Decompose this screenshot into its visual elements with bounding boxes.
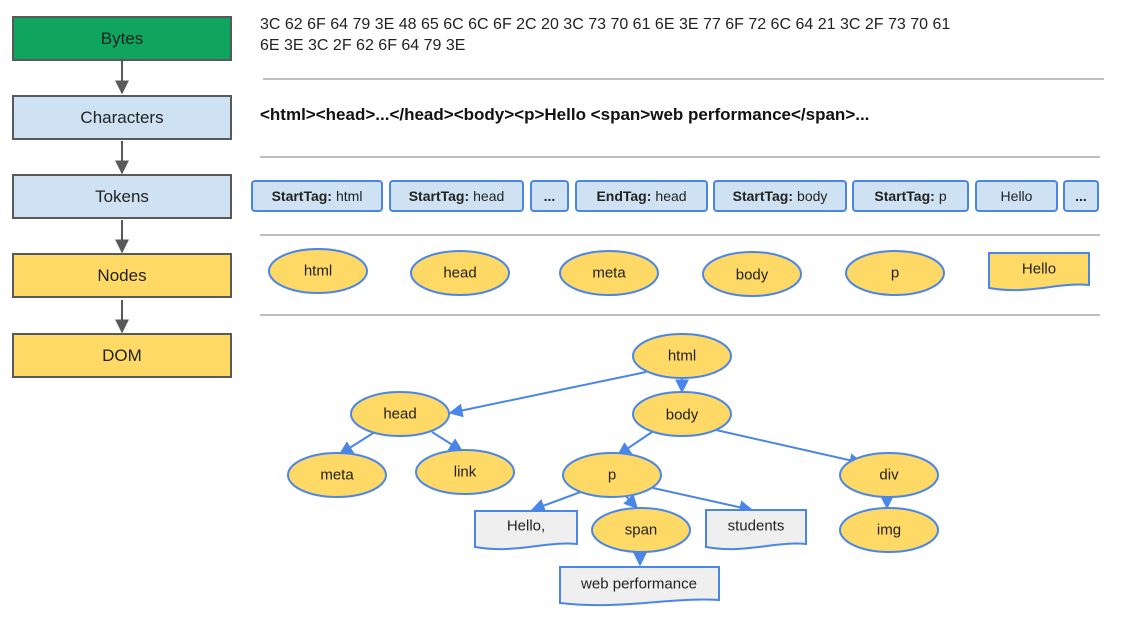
tree-doc-hello bbox=[474, 510, 578, 551]
node-p bbox=[845, 250, 945, 296]
edge-body-p bbox=[616, 431, 653, 456]
separators bbox=[260, 78, 1104, 316]
tree-doc-students bbox=[705, 509, 807, 551]
tree-node-p bbox=[562, 452, 662, 498]
nodes-row bbox=[268, 248, 1090, 297]
node-body bbox=[702, 251, 802, 297]
tree-label-link: link bbox=[453, 463, 477, 481]
tree-node-html bbox=[632, 333, 732, 379]
edge-head-meta bbox=[338, 429, 379, 455]
tree-label-span: span bbox=[624, 521, 658, 539]
token-type: StartTag: bbox=[732, 188, 794, 204]
token-type: StartTag: bbox=[874, 188, 935, 204]
token-value: head bbox=[655, 188, 687, 204]
tree-label-hello: Hello, bbox=[506, 517, 546, 535]
stage-nodes: Nodes bbox=[12, 253, 232, 298]
tree-label-html: html bbox=[667, 347, 697, 365]
token-hello: Hello bbox=[975, 180, 1058, 212]
node-label-meta: meta bbox=[592, 264, 626, 282]
token-value: p bbox=[938, 188, 947, 204]
token-value: Hello bbox=[1000, 188, 1033, 204]
node-meta bbox=[559, 250, 659, 296]
token-starttag-p: StartTag:p bbox=[852, 180, 969, 212]
tree-label-web-performance: web performance bbox=[581, 575, 697, 593]
tree-label-div: div bbox=[879, 466, 899, 484]
bytes-line-1: 3C 62 6F 64 79 3E 48 65 6C 6C 6F 2C 20 3… bbox=[260, 16, 951, 33]
token-type: StartTag: bbox=[271, 188, 332, 204]
token-endtag-head: EndTag:head bbox=[575, 180, 708, 212]
tree-edges bbox=[338, 371, 894, 567]
token-type: StartTag: bbox=[408, 188, 470, 204]
tree-node-span bbox=[591, 507, 691, 553]
node-hello-doc bbox=[988, 252, 1090, 292]
edge-head-link bbox=[431, 431, 464, 452]
tree-node-body bbox=[632, 391, 732, 437]
tree-node-meta bbox=[287, 452, 387, 498]
node-label-html: html bbox=[303, 262, 333, 280]
stage-tokens: Tokens bbox=[12, 174, 232, 219]
tree-label-students: students bbox=[727, 517, 785, 535]
stage-dom: DOM bbox=[12, 333, 232, 378]
token-value: head bbox=[473, 188, 505, 204]
token-ellipsis: ... bbox=[530, 180, 569, 212]
tree-label-body: body bbox=[665, 406, 699, 424]
edge-p-students bbox=[652, 487, 754, 515]
tree-doc-web bbox=[559, 566, 720, 607]
token-ellipsis-end: ... bbox=[1063, 180, 1099, 212]
tree-node-img bbox=[839, 507, 939, 553]
token-value: body bbox=[797, 188, 828, 204]
bytes-line-2: 6E 3E 3C 2F 62 6F 64 79 3E bbox=[260, 37, 466, 54]
node-label-hello: Hello bbox=[1021, 260, 1057, 278]
tree-nodes bbox=[287, 333, 939, 607]
token-type: ... bbox=[1075, 188, 1087, 204]
token-type: ... bbox=[543, 188, 556, 204]
stage-characters: Characters bbox=[12, 95, 232, 140]
stage-bytes: Bytes bbox=[12, 16, 232, 61]
tree-label-head: head bbox=[383, 405, 417, 423]
tree-node-div bbox=[839, 452, 939, 498]
token-starttag-html: StartTag:html bbox=[251, 180, 383, 212]
tree-node-link bbox=[415, 449, 515, 495]
tree-label-p: p bbox=[607, 466, 617, 484]
node-head bbox=[410, 250, 510, 296]
token-value: html bbox=[335, 188, 363, 204]
token-starttag-head: StartTag:head bbox=[389, 180, 524, 212]
characters-text: <html><head>...</head><body><p>Hello <sp… bbox=[260, 105, 870, 124]
node-label-p: p bbox=[890, 264, 900, 282]
bytes-text: 3C 62 6F 64 79 3E 48 65 6C 6C 6F 2C 20 3… bbox=[260, 14, 1060, 56]
edge-html-head bbox=[448, 371, 647, 418]
token-type: EndTag: bbox=[596, 188, 652, 204]
edge-p-hello bbox=[530, 489, 587, 513]
tree-label-img: img bbox=[876, 521, 902, 539]
node-html bbox=[268, 248, 368, 294]
node-label-body: body bbox=[735, 266, 769, 284]
tree-label-meta: meta bbox=[320, 466, 354, 484]
edge-body-div bbox=[715, 429, 864, 468]
node-label-head: head bbox=[443, 264, 477, 282]
token-starttag-body: StartTag:body bbox=[713, 180, 847, 212]
tree-node-head bbox=[350, 391, 450, 437]
